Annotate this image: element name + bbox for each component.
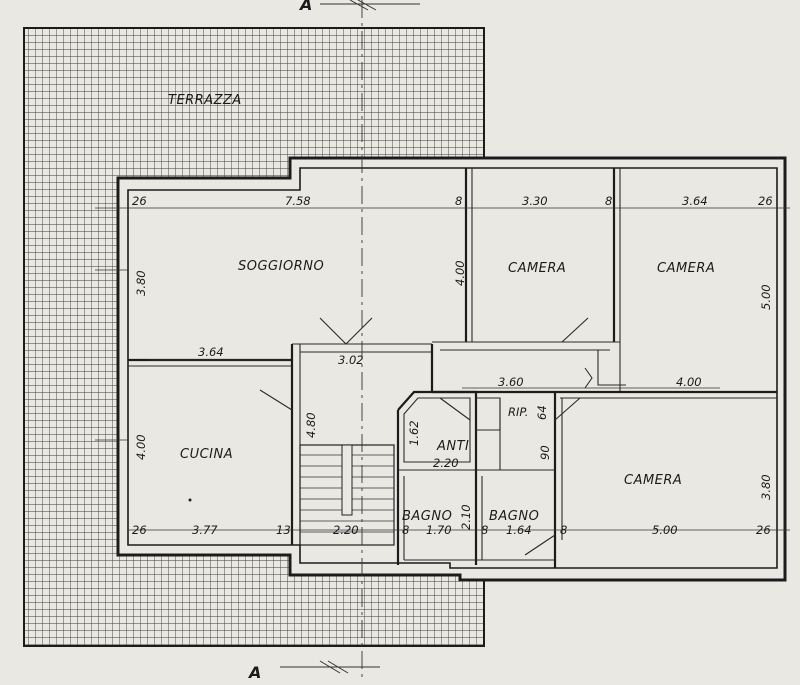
dim-kitchen-depth: 4.00 bbox=[134, 434, 148, 460]
room-label-storage: RIP. bbox=[508, 405, 528, 419]
staircase bbox=[299, 444, 395, 546]
room-label-bath-1: BAGNO bbox=[402, 509, 452, 524]
dim-bed3-width-top: 4.00 bbox=[676, 375, 702, 389]
corridor-marker bbox=[584, 367, 593, 389]
house-footprint bbox=[116, 156, 787, 582]
dim-stair-depth: 4.80 bbox=[304, 412, 318, 438]
section-label-top: A bbox=[298, 0, 312, 14]
room-label-living: SOGGIORNO bbox=[238, 259, 324, 274]
dim-wall-13: 13 bbox=[276, 523, 291, 537]
dim-wall-8-e: 8 bbox=[560, 523, 567, 537]
dim-bed3-width: 5.00 bbox=[652, 523, 678, 537]
dim-kitchen-width: 3.77 bbox=[192, 523, 218, 537]
dim-bath1-depth: 2.10 bbox=[459, 504, 473, 530]
dim-wall-8-c: 8 bbox=[402, 523, 409, 537]
room-label-anteroom: ANTI bbox=[436, 439, 469, 454]
dim-hall-width: 3.02 bbox=[338, 353, 364, 367]
room-labels: TERRAZZA SOGGIORNO CUCINA CAMERA CAMERA … bbox=[168, 93, 715, 524]
dim-wall-8-b: 8 bbox=[605, 194, 612, 208]
dim-storage-depth: 64 bbox=[535, 405, 549, 420]
room-label-kitchen: CUCINA bbox=[180, 447, 233, 462]
dim-bottom-wall-right: 26 bbox=[756, 523, 771, 537]
room-label-bedroom-1: CAMERA bbox=[508, 261, 566, 276]
dim-living-width: 7.58 bbox=[285, 194, 311, 208]
section-label-bottom: A bbox=[247, 663, 261, 682]
kitchen-dot bbox=[188, 498, 192, 502]
dim-bottom-wall-left: 26 bbox=[132, 523, 147, 537]
section-line bbox=[280, 0, 420, 680]
dim-anti-width: 2.20 bbox=[433, 456, 459, 470]
dim-bath2-width: 1.64 bbox=[506, 523, 532, 537]
dim-stair-width: 2.20 bbox=[333, 523, 359, 537]
doors bbox=[259, 317, 626, 556]
dim-bed3-depth: 3.80 bbox=[759, 474, 773, 500]
room-label-terrace: TERRAZZA bbox=[168, 93, 242, 108]
dim-living-depth: 3.80 bbox=[134, 270, 148, 296]
dimension-labels: 26 7.58 8 3.30 8 3.64 26 3.64 3.02 3.60 … bbox=[132, 194, 773, 537]
dim-wall-8-d: 8 bbox=[481, 523, 488, 537]
dim-wall-8-a: 8 bbox=[455, 194, 462, 208]
dim-kitchen-top-width: 3.64 bbox=[198, 345, 224, 359]
dim-bed2-width: 3.64 bbox=[682, 194, 708, 208]
room-label-bedroom-3: CAMERA bbox=[624, 473, 682, 488]
dim-anti-depth: 1.62 bbox=[407, 420, 421, 446]
dim-top-wall-right: 26 bbox=[758, 194, 773, 208]
dim-bath1-width: 1.70 bbox=[426, 523, 452, 537]
dim-corridor-width: 3.60 bbox=[498, 375, 524, 389]
dim-living-inner-depth: 4.00 bbox=[453, 260, 467, 286]
vertical-dimension-labels: 3.80 4.00 5.00 4.00 4.80 1.62 64 90 2.10… bbox=[134, 260, 773, 530]
dim-top-wall-left: 26 bbox=[132, 194, 147, 208]
room-label-bath-2: BAGNO bbox=[489, 509, 539, 524]
dim-bath-pass: 90 bbox=[538, 445, 552, 460]
dimension-lines bbox=[95, 207, 790, 531]
dim-bed2-depth: 5.00 bbox=[759, 284, 773, 310]
room-label-bedroom-2: CAMERA bbox=[657, 261, 715, 276]
dim-bed1-width: 3.30 bbox=[522, 194, 548, 208]
